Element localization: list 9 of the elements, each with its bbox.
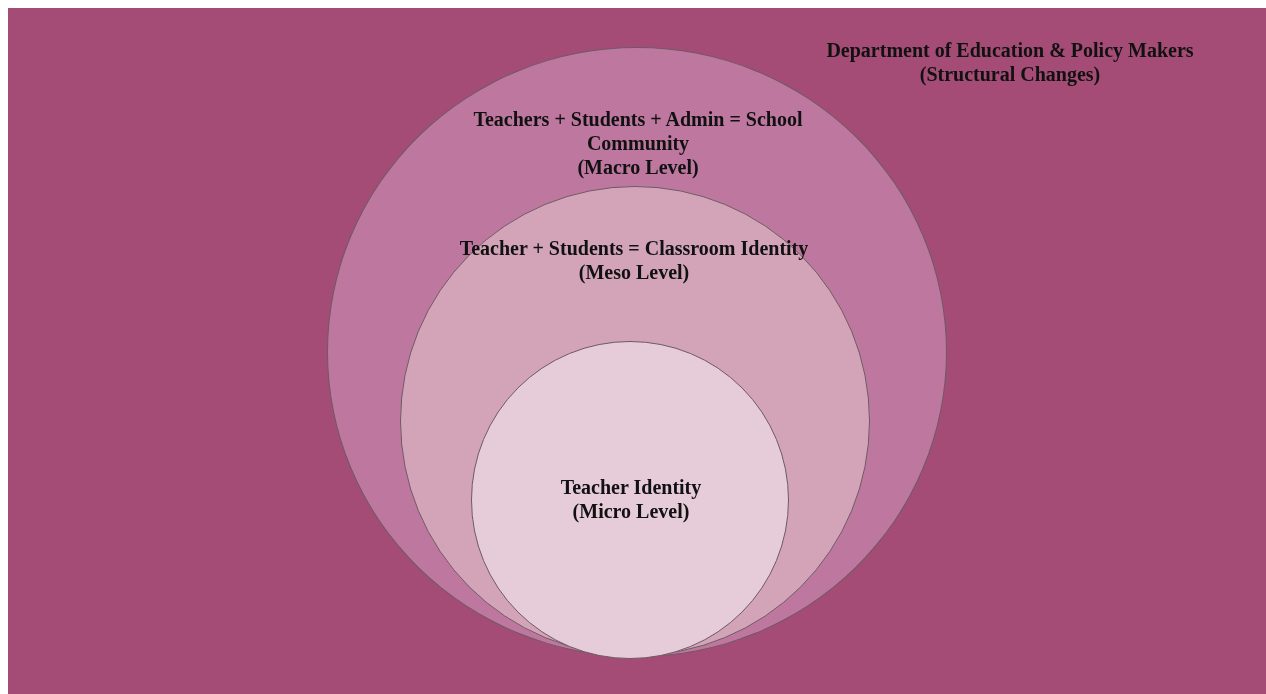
level-title: Teachers + Students + Admin = School Community: [472, 107, 804, 155]
level-title: Department of Education & Policy Makers: [825, 38, 1195, 62]
level-subtitle: (Macro Level): [576, 155, 700, 179]
background-band: [8, 8, 1266, 694]
level-title: Teacher Identity: [559, 475, 703, 499]
level-subtitle: (Structural Changes): [918, 62, 1102, 86]
level-title: Teacher + Students = Classroom Identity: [458, 236, 810, 260]
level-subtitle: (Meso Level): [577, 260, 691, 284]
level-subtitle: (Micro Level): [571, 499, 691, 523]
